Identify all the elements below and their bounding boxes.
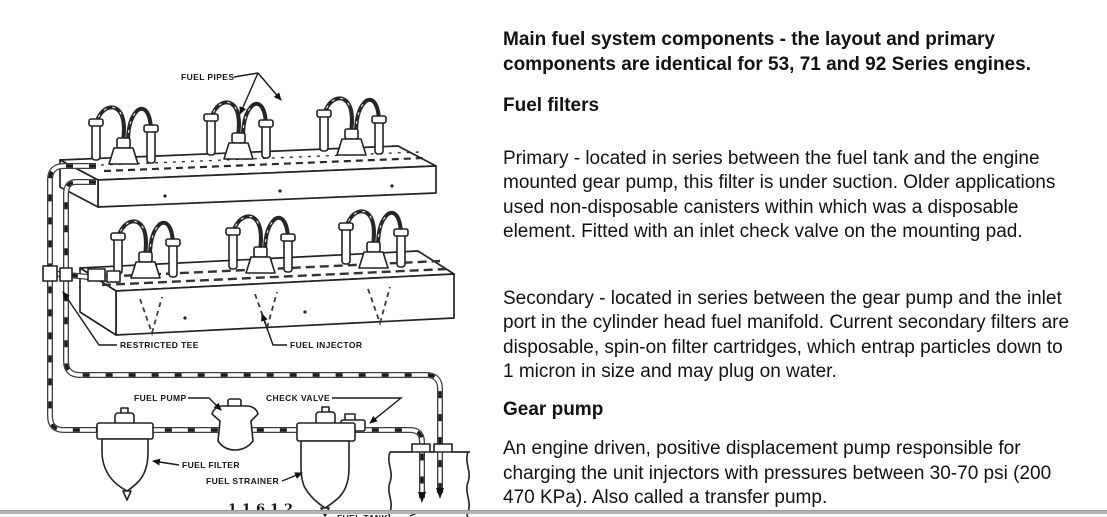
fuel-pipes-and-injectors-upper — [87, 96, 388, 166]
label-fuel-strainer: FUEL STRAINER — [206, 476, 279, 486]
label-check-valve: CHECK VALVE — [266, 393, 330, 403]
label-fuel-injector: FUEL INJECTOR — [290, 340, 362, 350]
paragraph-primary-filter: Primary - located in series between the … — [503, 147, 1056, 243]
paragraph-secondary-filter: Secondary - located in series between th… — [503, 287, 1070, 383]
fuel-filter-shape — [96, 407, 154, 501]
label-fuel-pump: FUEL PUMP — [134, 393, 187, 403]
label-fuel-tank: FUEL TANK — [337, 513, 388, 517]
hidden-injector-outline — [139, 296, 163, 336]
label-fuel-filter: FUEL FILTER — [182, 460, 240, 470]
article-text: Main fuel system components - the layout… — [503, 28, 1075, 511]
fuel-pump-shape — [211, 398, 259, 451]
section-heading-fuel-filters: Fuel filters — [503, 95, 600, 116]
fuel-strainer-shape — [296, 406, 356, 517]
fuel-tank-shape — [388, 443, 470, 517]
label-restricted-tee: RESTRICTED TEE — [120, 340, 199, 350]
bottom-divider — [0, 510, 1107, 514]
fuel-pipes-and-injectors-lower — [109, 209, 410, 280]
restricted-tee-fitting — [42, 265, 121, 283]
paragraph-gear-pump: An engine driven, positive displacement … — [503, 438, 1052, 508]
article-intro: Main fuel system components - the layout… — [503, 29, 1031, 75]
fuel-system-figure: FUEL PIPES RESTRICTED TEE FUEL INJECTOR … — [42, 72, 470, 517]
section-heading-gear-pump: Gear pump — [503, 398, 604, 420]
label-fuel-pipes: FUEL PIPES — [181, 72, 234, 82]
fuel-system-diagram: FUEL PIPES RESTRICTED TEE FUEL INJECTOR … — [0, 0, 495, 517]
hidden-injector-outline — [367, 286, 391, 326]
